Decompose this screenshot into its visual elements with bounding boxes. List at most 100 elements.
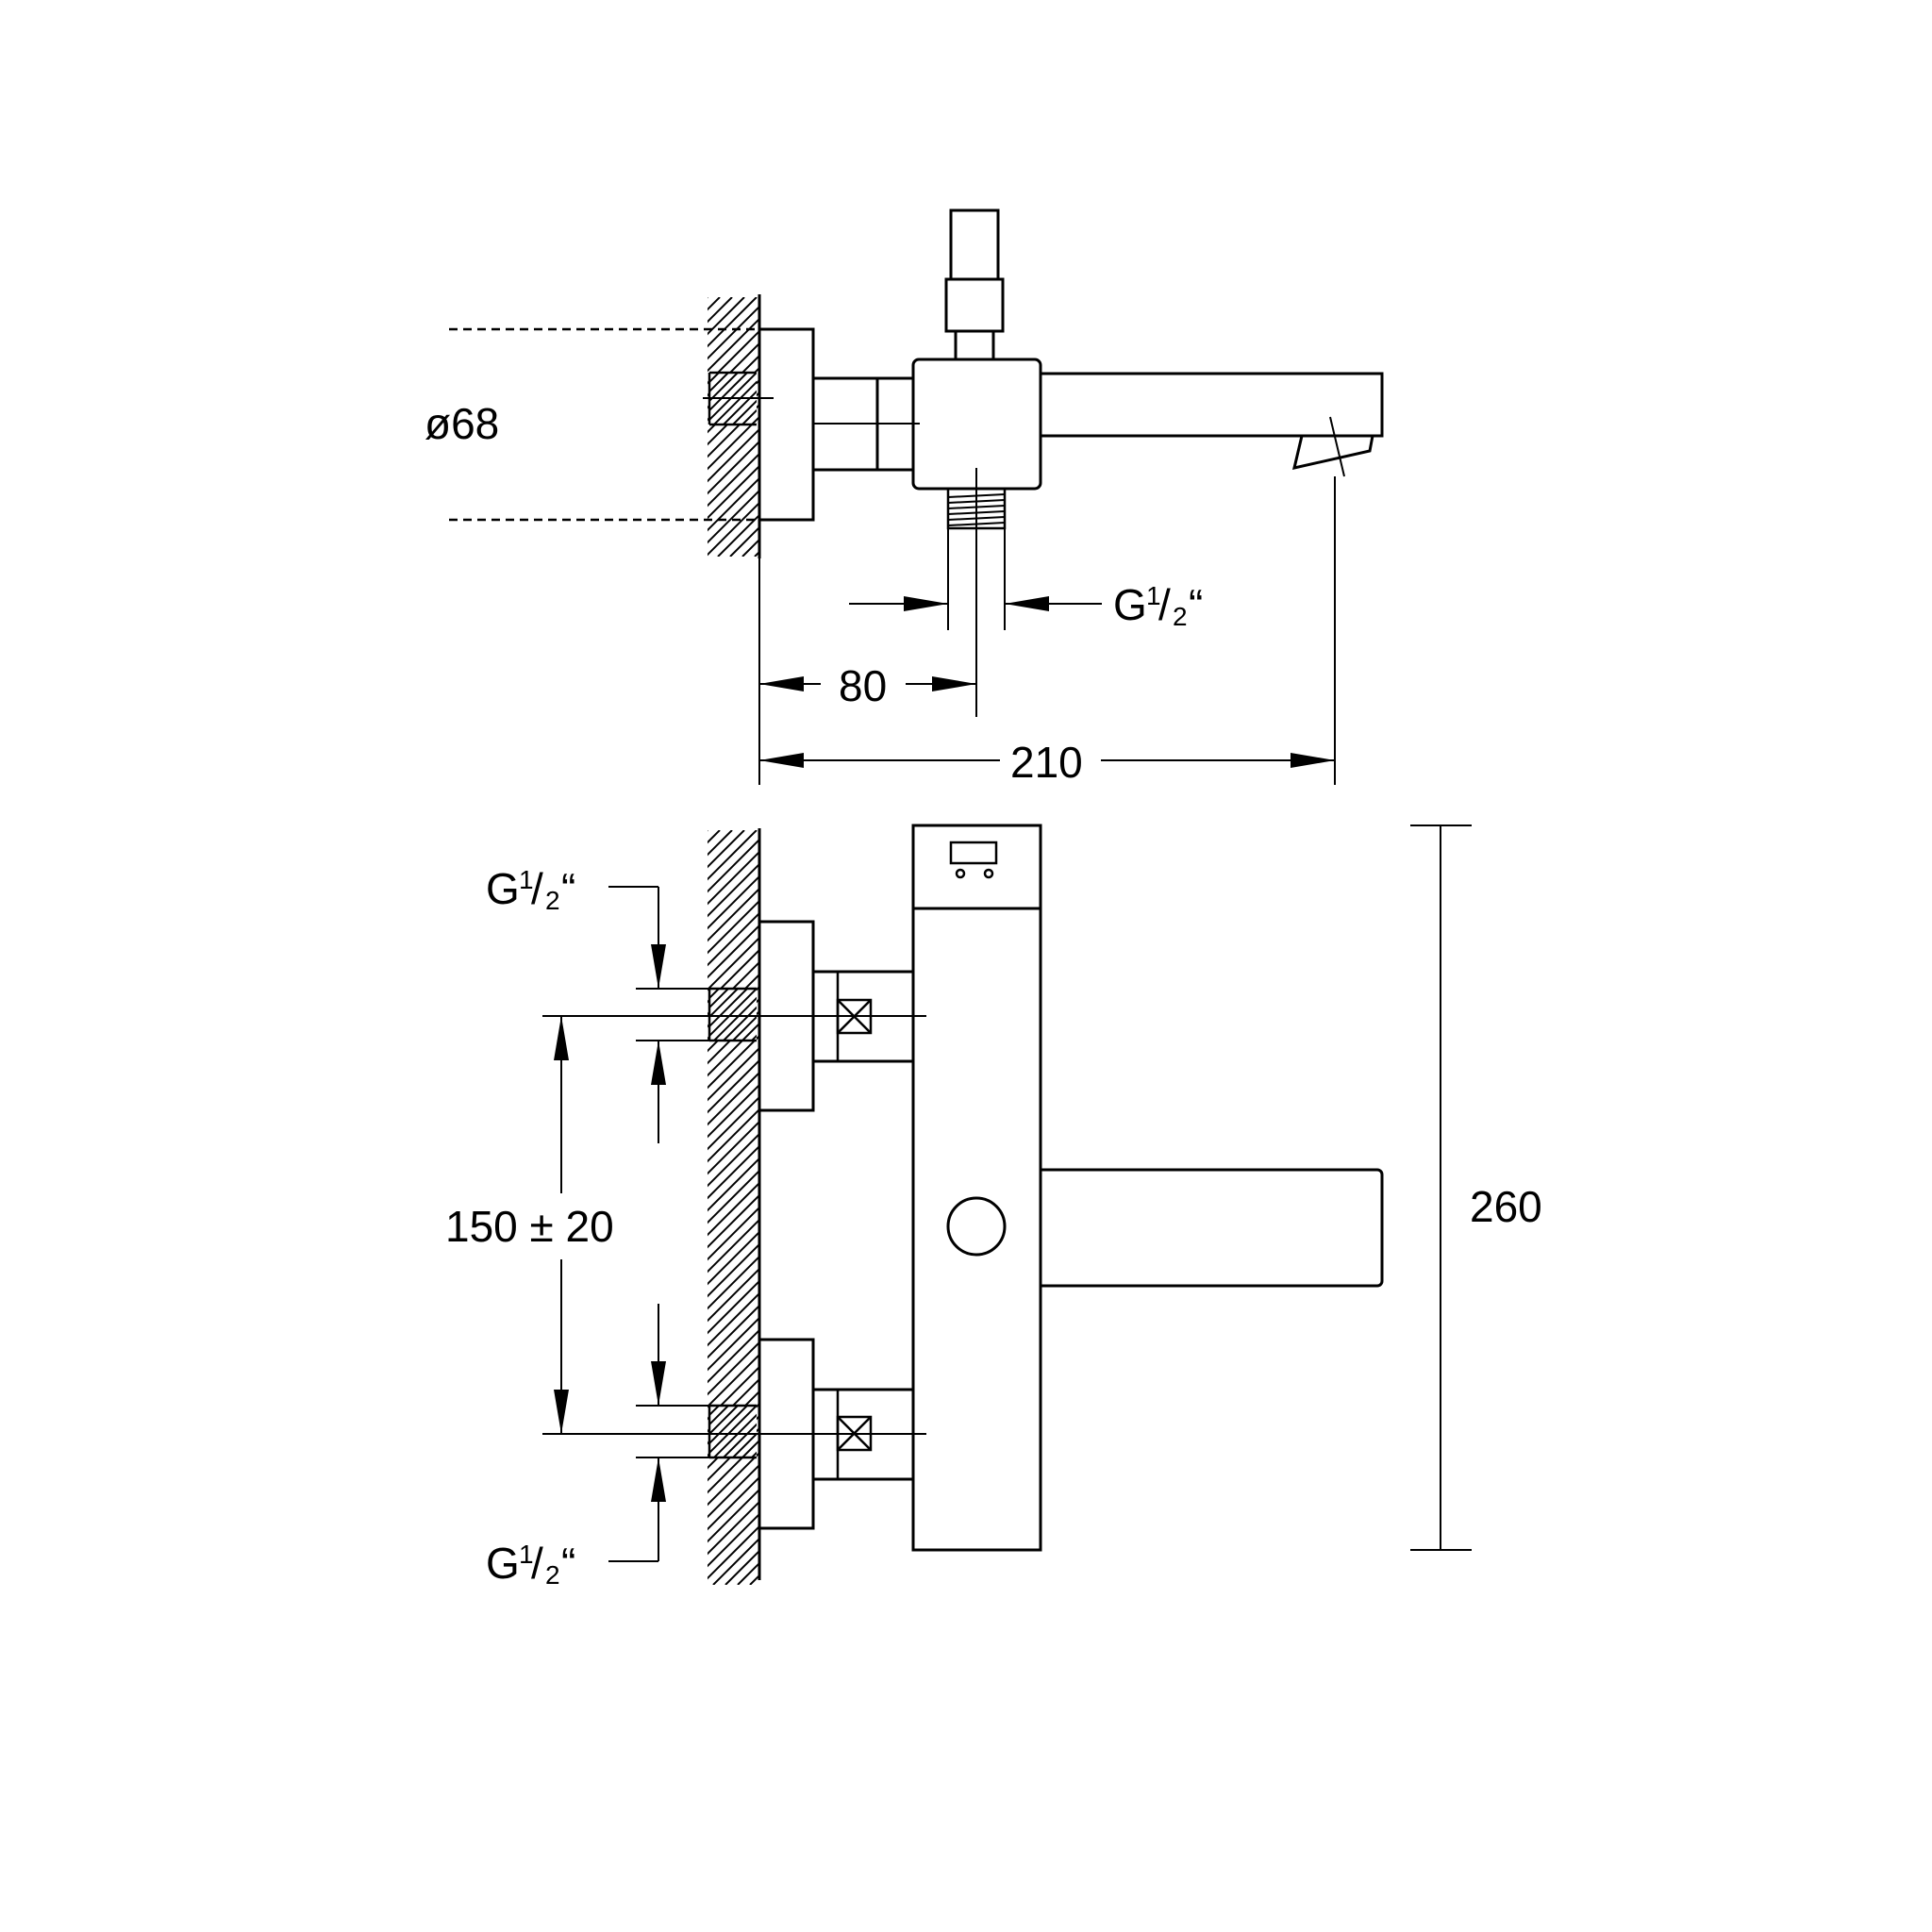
hatch-line	[708, 1341, 759, 1396]
hatch-line	[708, 1390, 759, 1445]
hatch-line	[771, 373, 823, 425]
hatch-line	[709, 373, 710, 375]
hatch-line	[723, 1423, 757, 1457]
hatch-line	[771, 1406, 823, 1457]
hatch-line	[1314, 830, 1932, 1585]
hatch-line	[709, 1406, 729, 1426]
hatch-line	[1339, 830, 1932, 1585]
hatch-line	[811, 830, 1566, 1585]
svg-text:G: G	[1113, 580, 1147, 629]
hatch-line	[816, 297, 1075, 557]
top-view: ø68 G 1	[425, 208, 1384, 787]
hatch-line	[934, 830, 1689, 1585]
svg-text:1: 1	[1146, 581, 1161, 610]
hatch-line	[709, 989, 748, 1028]
hatch-line	[1474, 830, 1932, 1585]
hatch-line	[741, 408, 757, 425]
svg-text:1: 1	[519, 1540, 534, 1569]
hatch-line	[708, 1500, 759, 1556]
hatch-line	[1179, 830, 1932, 1585]
svg-text:/: /	[531, 864, 543, 913]
hatch-line	[708, 297, 758, 348]
hatch-line	[761, 989, 813, 1041]
hatch-line	[708, 501, 759, 557]
hatch-line	[787, 830, 1541, 1585]
hatch-line	[708, 1108, 759, 1163]
hatch-line	[790, 373, 841, 425]
hatch-line	[708, 427, 759, 483]
hatch-line	[1081, 830, 1836, 1585]
svg-text:2: 2	[545, 886, 560, 915]
hatch-line	[824, 830, 1578, 1585]
hatch-line	[741, 1024, 757, 1041]
shower-nut	[944, 277, 1005, 333]
hatch-line	[988, 297, 1247, 557]
spout-front	[1041, 1168, 1384, 1288]
indicator-dot-right	[983, 868, 994, 879]
hatch-line	[1228, 830, 1932, 1585]
hatch-line	[1057, 830, 1811, 1585]
hatch-line	[1241, 830, 1932, 1585]
indicator-dot-left	[955, 868, 966, 879]
thermostat-head	[911, 824, 1042, 910]
hatch-line	[708, 1120, 759, 1175]
hatch-line	[709, 989, 757, 1038]
hatch-line	[946, 830, 1701, 1585]
svg-text:G: G	[486, 864, 520, 913]
wall-hatch-top	[708, 297, 1272, 557]
spacing-arrow-top	[554, 1016, 569, 1060]
hatch-line	[909, 830, 1664, 1585]
display-window	[949, 841, 998, 865]
hatch-line	[713, 996, 757, 1041]
hatch-line	[708, 366, 759, 422]
hatch-line	[708, 1512, 759, 1568]
hatch-line	[708, 1377, 759, 1433]
hatch-line	[774, 830, 1529, 1585]
g-arrow-left	[904, 596, 948, 611]
hatch-line	[708, 1328, 759, 1384]
hatch-line	[709, 1406, 739, 1436]
hatch-line	[1012, 297, 1272, 557]
thread-label-top: G 1 / 2 “	[1113, 580, 1203, 631]
hatch-line	[708, 1169, 759, 1224]
dim210-label: 210	[1010, 738, 1083, 787]
svg-text:2: 2	[1173, 602, 1188, 631]
wall-hatch-bottom	[708, 830, 1932, 1585]
hatch-line	[1363, 830, 1932, 1585]
hatch-line	[761, 1406, 813, 1457]
diameter-label: ø68	[425, 399, 499, 448]
hatch-line	[708, 1353, 759, 1408]
hatch-line	[1498, 830, 1932, 1585]
hatch-line	[708, 1475, 759, 1531]
hatch-line	[708, 403, 759, 458]
hatch-line	[1326, 830, 1932, 1585]
hatch-line	[709, 989, 710, 991]
hatch-line	[708, 1426, 759, 1482]
hatch-line	[1302, 830, 1932, 1585]
hatch-line	[1290, 830, 1932, 1585]
hatch-line	[732, 1015, 757, 1041]
hatch-line	[1216, 830, 1932, 1585]
hatch-line	[708, 1414, 759, 1470]
hatch-line	[708, 862, 759, 918]
dim210-arrow-left	[759, 753, 804, 768]
aerator-axis	[1329, 416, 1345, 477]
dim80-label: 80	[839, 661, 887, 710]
hatch-line	[771, 989, 823, 1041]
hatch-line	[709, 1406, 710, 1407]
g-upper-arrow-top	[651, 944, 666, 989]
hatch-line	[1486, 830, 1932, 1585]
hatch-line	[737, 1561, 759, 1585]
control-knob	[946, 1196, 1007, 1257]
hatch-line	[1253, 830, 1932, 1585]
hatch-line	[708, 830, 758, 881]
thread-label-left-upper: G 1 / 2 “	[486, 864, 575, 915]
hatch-line	[708, 1451, 759, 1507]
svg-text:1: 1	[519, 865, 534, 894]
hatch-line	[708, 415, 759, 471]
hatch-line	[1351, 830, 1932, 1585]
hatch-line	[762, 830, 1517, 1585]
g-upper-arrow-bottom	[651, 1041, 666, 1085]
hatch-line	[1204, 830, 1932, 1585]
